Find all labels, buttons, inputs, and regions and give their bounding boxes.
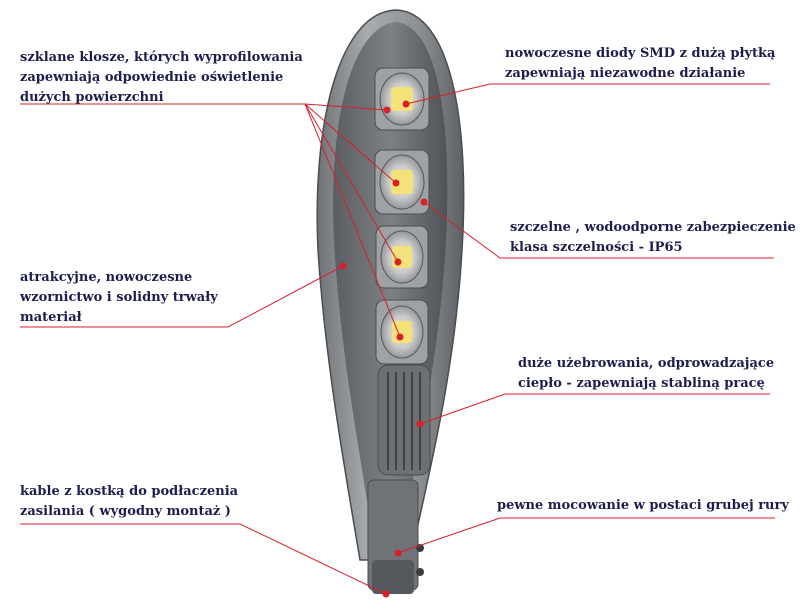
marker-dot (396, 333, 404, 341)
label-design: atrakcyjne, nowoczesne wzornictwo i soli… (20, 268, 218, 328)
label-line: dużych powierzchni (20, 90, 164, 105)
marker-dot (339, 262, 347, 270)
marker-dot (420, 198, 428, 206)
label-mounting: pewne mocowanie w postaci grubej rury (497, 496, 789, 516)
led-module-2 (374, 149, 430, 215)
marker-dot (394, 258, 402, 266)
mounting-pipe (367, 479, 424, 594)
marker-dot (402, 100, 410, 108)
leader-lines (20, 83, 775, 595)
label-line: pewne mocowanie w postaci grubej rury (497, 498, 789, 513)
label-line: klasa szczelności - IP65 (510, 240, 683, 255)
led-module-4 (375, 299, 429, 365)
marker-dot (383, 106, 391, 114)
marker-dot (394, 549, 402, 557)
marker-dot (392, 179, 400, 187)
label-line: szklane klosze, których wyprofilowania (20, 50, 303, 65)
label-waterproof: szczelne , wodoodporne zabezpieczenie kl… (510, 218, 796, 258)
label-cables: kable z kostką do podłaczenia zasilania … (20, 482, 238, 522)
label-smd-diodes: nowoczesne diody SMD z dużą płytką zapew… (505, 44, 775, 84)
label-line: ciepło - zapewniają stabliną pracę (518, 376, 765, 391)
led-module-1 (374, 67, 430, 131)
label-line: wzornictwo i solidny trwały (20, 290, 218, 305)
marker-dot (382, 590, 390, 598)
cooling-fins (377, 364, 431, 476)
marker-dots (339, 100, 428, 598)
led-module-3 (375, 225, 429, 289)
label-glass-lenses: szklane klosze, których wyprofilowania z… (20, 48, 303, 108)
label-line: kable z kostką do podłaczenia (20, 484, 239, 499)
label-line: atrakcyjne, nowoczesne (20, 270, 193, 285)
label-line: zasilania ( wygodny montaż ) (20, 504, 231, 519)
label-line: szczelne , wodoodporne zabezpieczenie (510, 220, 796, 235)
label-line: zapewniają niezawodne działanie (505, 66, 746, 81)
label-line: zapewniają odpowiednie oświetlenie (20, 70, 284, 85)
label-line: duże użebrowania, odprowadzające (518, 356, 775, 371)
marker-dot (416, 420, 424, 428)
label-cooling-fins: duże użebrowania, odprowadzające ciepło … (518, 354, 774, 394)
label-line: nowoczesne diody SMD z dużą płytką (505, 46, 776, 61)
label-line: materiał (20, 310, 82, 325)
